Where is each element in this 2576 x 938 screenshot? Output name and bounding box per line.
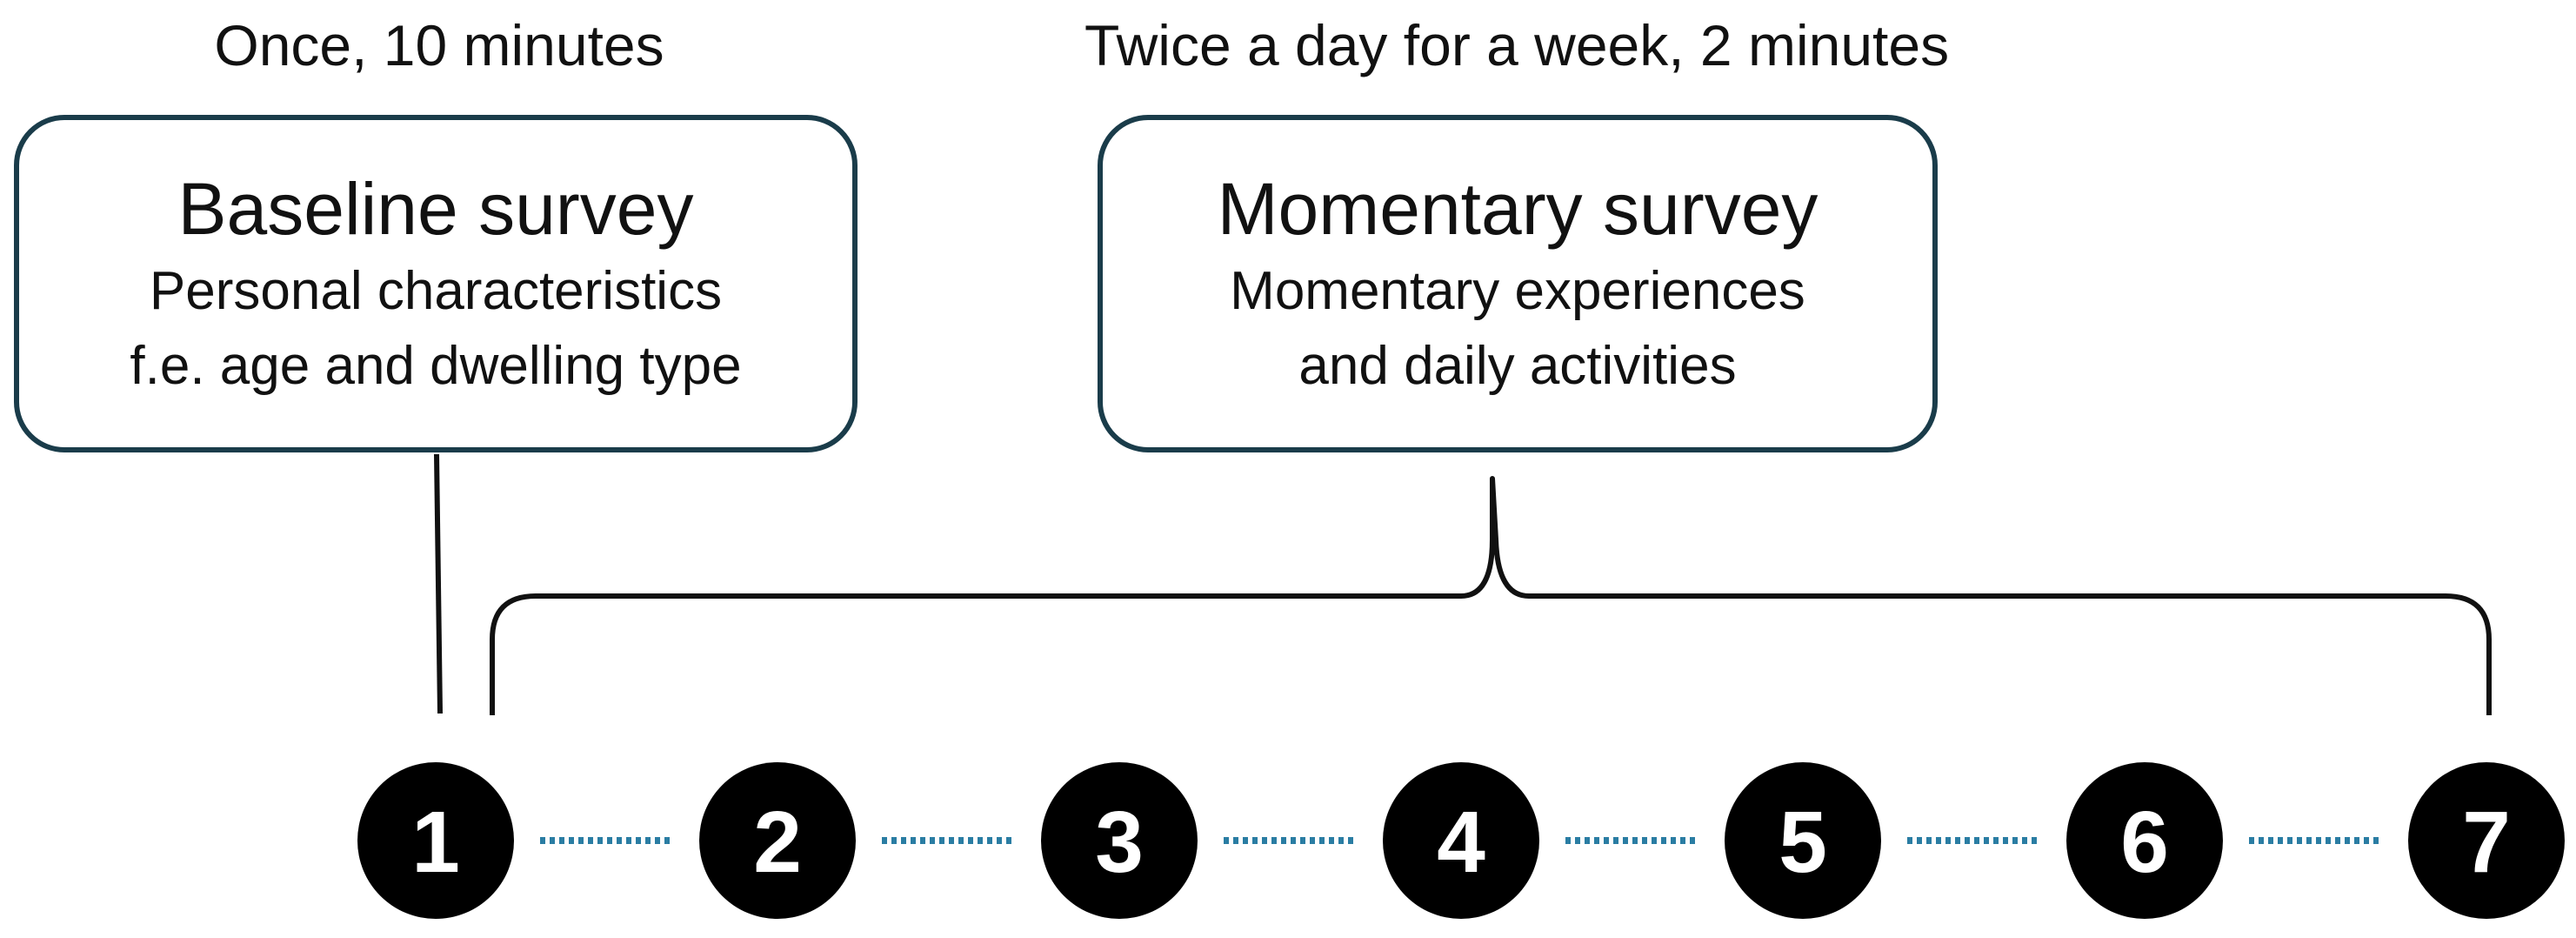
day-node-label: 5 — [1779, 794, 1827, 891]
baseline-survey-box: Baseline survey Personal characteristics… — [14, 115, 858, 452]
day-1-node: 1 — [357, 762, 514, 919]
day-node-label: 4 — [1437, 794, 1485, 891]
day-4-node: 4 — [1383, 762, 1539, 919]
baseline-frequency-label: Once, 10 minutes — [214, 13, 664, 77]
day-node-circle — [2066, 762, 2223, 919]
day-node-label: 7 — [2462, 794, 2511, 891]
day-node-circle — [357, 762, 514, 919]
day-7-node: 7 — [2408, 762, 2565, 919]
baseline-survey-title: Baseline survey — [177, 168, 694, 250]
day-node-circle — [1725, 762, 1881, 919]
baseline-connector-line — [434, 453, 443, 714]
momentary-survey-title: Momentary survey — [1217, 168, 1819, 250]
momentary-survey-box: Momentary survey Momentary experiences a… — [1098, 115, 1938, 452]
momentary-survey-description-line-1: Momentary experiences — [1230, 261, 1805, 321]
momentary-frequency-label: Twice a day for a week, 2 minutes — [1084, 13, 1950, 77]
day-node-label: 1 — [411, 794, 460, 891]
day-2-node: 2 — [699, 762, 856, 919]
day-node-label: 6 — [2120, 794, 2169, 891]
day-node-label: 3 — [1095, 794, 1144, 891]
day-3-node: 3 — [1041, 762, 1198, 919]
day-node-circle — [1041, 762, 1198, 919]
day-node-label: 2 — [753, 794, 802, 891]
day-node-circle — [699, 762, 856, 919]
day-node-circle — [1383, 762, 1539, 919]
day-5-node: 5 — [1725, 762, 1881, 919]
momentary-survey-description-line-2: and daily activities — [1298, 336, 1737, 396]
baseline-survey-description-line-1: Personal characteristics — [149, 261, 723, 321]
momentary-brace — [490, 476, 2492, 715]
baseline-survey-description-line-2: f.e. age and dwelling type — [130, 336, 742, 396]
day-6-node: 6 — [2066, 762, 2223, 919]
day-node-circle — [2408, 762, 2565, 919]
